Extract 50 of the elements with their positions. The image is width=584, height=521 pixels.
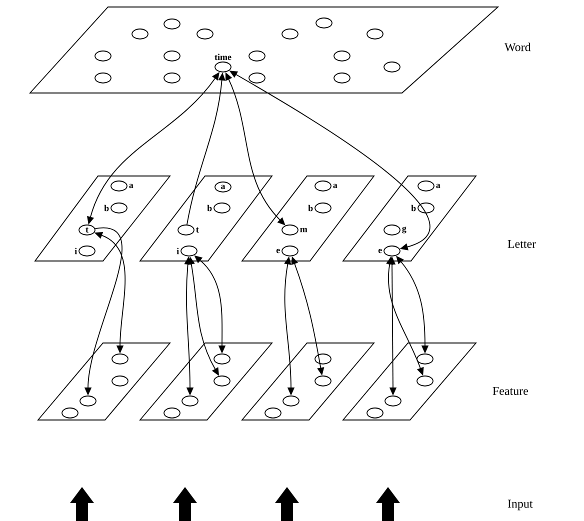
unit-ellipse xyxy=(112,354,128,364)
node-label: e xyxy=(276,248,280,254)
node-label: a xyxy=(129,184,134,188)
node-label: b xyxy=(207,204,212,212)
unit-ellipse xyxy=(384,396,402,406)
unit-ellipse xyxy=(112,376,128,386)
unit-ellipse xyxy=(62,408,78,418)
node-label: a xyxy=(333,184,338,188)
unit-ellipse xyxy=(282,396,300,406)
unit-ellipse xyxy=(214,354,230,364)
unit-ellipse xyxy=(196,28,214,40)
node-label: b xyxy=(411,204,416,212)
unit-ellipse xyxy=(316,18,332,28)
node-label: a xyxy=(436,184,440,188)
unit-ellipse xyxy=(248,72,266,84)
unit-ellipse xyxy=(164,72,180,84)
unit-ellipse xyxy=(384,62,400,72)
node-label: e xyxy=(378,248,382,254)
unit-ellipse xyxy=(314,354,332,364)
node-label: i xyxy=(176,248,179,254)
node-label: b xyxy=(104,204,109,212)
unit-ellipse xyxy=(314,376,332,386)
layer-label: Letter xyxy=(508,240,536,248)
unit-ellipse xyxy=(416,354,434,364)
layer-label: Word xyxy=(504,42,531,52)
unit-ellipse xyxy=(264,408,282,418)
unit-ellipse xyxy=(164,50,180,62)
node-label: m xyxy=(300,228,308,232)
unit-ellipse xyxy=(366,408,384,418)
node-label: g xyxy=(402,226,406,234)
unit-ellipse xyxy=(366,28,384,40)
unit-ellipse xyxy=(248,50,266,62)
unit-ellipse xyxy=(182,396,198,406)
unit-ellipse xyxy=(132,28,148,40)
layer-label: Feature xyxy=(492,387,528,395)
layer-label: Input xyxy=(508,500,533,510)
node-label: i xyxy=(74,248,77,254)
unit-ellipse xyxy=(334,72,350,84)
unit-ellipse xyxy=(282,28,298,40)
unit-ellipse xyxy=(80,396,96,406)
node-label: time xyxy=(214,54,232,60)
unit-ellipse xyxy=(164,408,180,418)
unit-ellipse xyxy=(94,50,112,62)
unit-ellipse xyxy=(416,376,434,386)
unit-ellipse xyxy=(164,18,180,30)
unit-ellipse xyxy=(214,376,230,386)
unit-ellipse xyxy=(94,72,112,84)
node-label: b xyxy=(308,204,313,212)
node-label: t xyxy=(196,227,199,233)
unit-ellipse xyxy=(334,50,350,62)
